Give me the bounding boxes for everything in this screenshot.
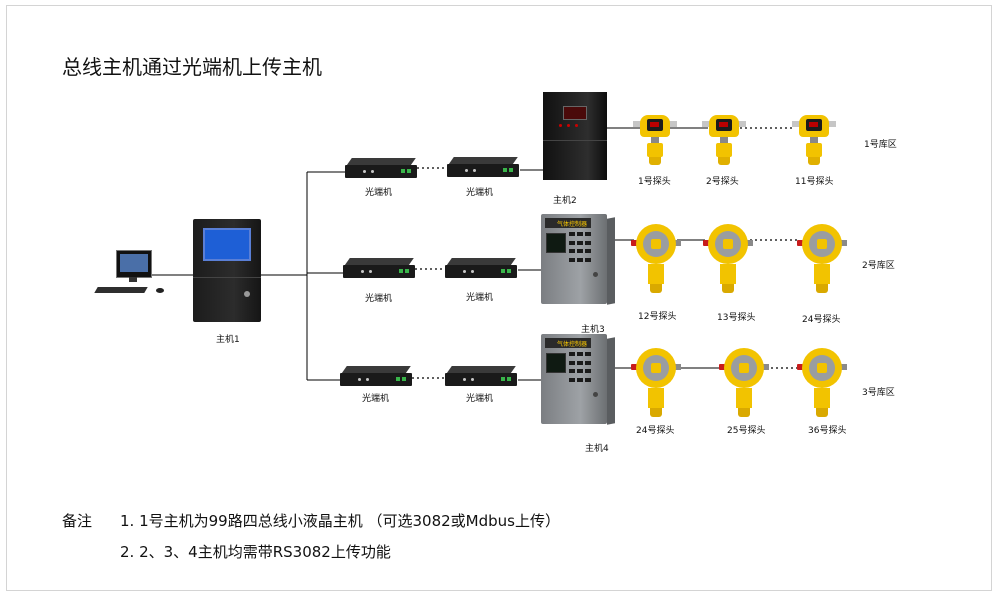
notes-prefix: 备注 (62, 512, 93, 530)
computer-icon (94, 250, 174, 300)
zone-label-2: 2号库区 (862, 261, 895, 271)
transceiver-label-2a: 光端机 (365, 294, 393, 304)
explosion-proof-probe-25 (719, 346, 769, 418)
explosion-proof-probe-13 (703, 222, 753, 294)
diagram-title: 总线主机通过光端机上传主机 (62, 55, 322, 79)
optical-transceiver-1a (345, 158, 417, 180)
transceiver-label-1a: 光端机 (365, 188, 393, 198)
transceiver-label-3b: 光端机 (466, 394, 494, 404)
transceiver-label-1b: 光端机 (466, 188, 494, 198)
optical-transceiver-3a (340, 366, 412, 388)
probe-label-11: 11号探头 (795, 177, 834, 187)
explosion-proof-probe-12 (631, 222, 681, 294)
optical-transceiver-2b (445, 258, 517, 280)
host3-panel-text: 气体控制器 (557, 221, 588, 228)
probe-label-24b: 24号探头 (636, 426, 675, 436)
host1-cabinet (193, 219, 261, 322)
explosion-proof-probe-36 (797, 346, 847, 418)
optical-transceiver-1b (447, 157, 519, 179)
host3-gas-controller: 气体控制器 (541, 214, 615, 305)
probe-label-24: 24号探头 (802, 315, 841, 325)
host3-label: 主机3 (581, 325, 605, 335)
explosion-proof-probe-24 (797, 222, 847, 294)
probe-label-36: 36号探头 (808, 426, 847, 436)
zone-label-1: 1号库区 (864, 140, 897, 150)
probe-label-13: 13号探头 (717, 313, 756, 323)
explosion-proof-probe-24b (631, 346, 681, 418)
optical-transceiver-3b (445, 366, 517, 388)
probe-label-25: 25号探头 (727, 426, 766, 436)
host4-gas-controller: 气体控制器 (541, 334, 615, 425)
host4-label: 主机4 (585, 444, 609, 454)
notes-line-1: 1. 1号主机为99路四总线小液晶主机 （可选3082或Mdbus上传） (120, 512, 560, 530)
host1-label: 主机1 (216, 335, 240, 345)
optical-transceiver-2a (343, 258, 415, 280)
transceiver-label-3a: 光端机 (362, 394, 390, 404)
host4-panel-text: 气体控制器 (557, 341, 588, 348)
probe-label-12: 12号探头 (638, 312, 677, 322)
transceiver-label-2b: 光端机 (466, 293, 494, 303)
detector-probe-1 (633, 113, 677, 165)
diagram-frame (6, 5, 992, 591)
notes-line-2: 2. 2、3、4主机均需带RS3082上传功能 (120, 543, 391, 561)
host2-label: 主机2 (553, 196, 577, 206)
probe-label-2: 2号探头 (706, 177, 739, 187)
zone-label-3: 3号库区 (862, 388, 895, 398)
probe-label-1: 1号探头 (638, 177, 671, 187)
host1-lcd-screen (203, 228, 251, 261)
detector-probe-11 (792, 113, 836, 165)
detector-probe-2 (702, 113, 746, 165)
host2-cabinet (543, 92, 607, 180)
